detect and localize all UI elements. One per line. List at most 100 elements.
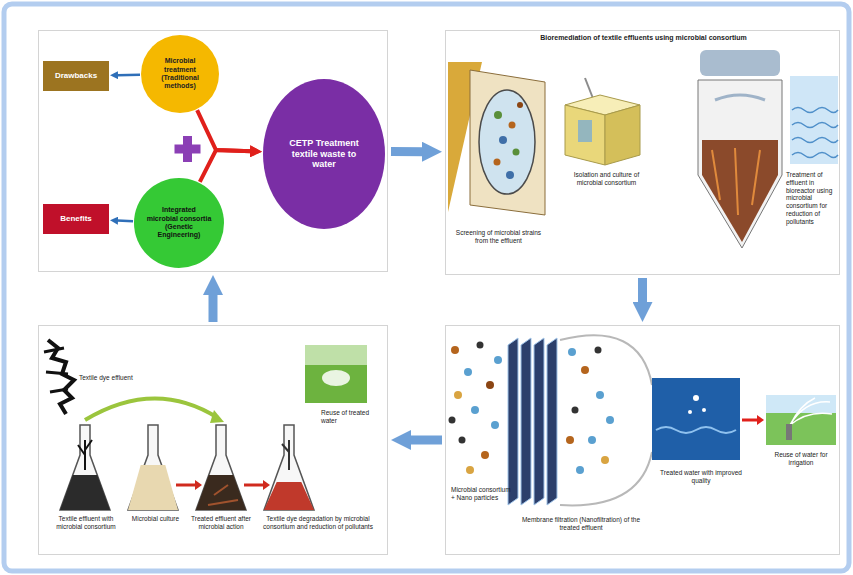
caption: Treatment of effluent in bioreactor usin… [786, 171, 838, 226]
culture-box [578, 120, 592, 142]
bioreactor [712, 148, 760, 215]
caption: Textile effluent with microbial consorti… [55, 515, 117, 531]
irrigation-photo [766, 395, 836, 445]
caption: Textile dye degradation by microbial con… [255, 515, 381, 531]
grass-photo [305, 345, 367, 403]
stage-arrow [391, 147, 424, 156]
plus-sign [175, 145, 201, 154]
caption: Treated water with improved quality [651, 469, 751, 485]
treated-water-photo [702, 408, 706, 412]
text-slot: Textile effluent with microbial consorti… [55, 515, 117, 531]
flask [264, 425, 314, 510]
dye-sample [44, 348, 68, 392]
particle-cloud [596, 391, 604, 399]
text-slot: Treatment of effluent in bioreactor usin… [786, 171, 838, 226]
grass-photo [322, 370, 350, 386]
flask [128, 425, 178, 510]
culture-box [605, 105, 640, 165]
irrigation-photo [766, 395, 836, 445]
particle-cloud [491, 421, 499, 429]
flask [264, 482, 314, 510]
result-arrow [117, 74, 140, 77]
text-slot: Screening of microbial strains from the … [451, 229, 546, 245]
flask [208, 485, 238, 505]
flask [196, 425, 246, 510]
method-circle: Microbial treatment (Traditional methods… [141, 35, 219, 113]
text-slot: Bioremediation of textile effluents usin… [451, 34, 836, 42]
stage-panel: Microbial consortium + Nano particlesMem… [445, 325, 840, 555]
caption: Microbial culture [128, 515, 183, 523]
particle-cloud [572, 407, 579, 414]
treated-water-photo [652, 378, 740, 460]
caption: Membrane filtration (Nanofiltration) of … [511, 516, 651, 532]
particle-cloud [486, 381, 494, 389]
circle-fill [263, 79, 385, 229]
bioreactor [702, 140, 778, 242]
flask [60, 425, 110, 510]
flask [196, 425, 246, 510]
text-slot: Microbial consortium + Nano particles [451, 486, 513, 502]
particle-cloud [464, 368, 472, 376]
grass-photo [305, 345, 367, 403]
caption: Treated effluent after microbial action [190, 515, 252, 531]
particle-cloud [581, 366, 589, 374]
membrane-plates [534, 338, 544, 505]
outer-frame [4, 4, 849, 571]
particle-cloud [466, 466, 474, 474]
caption: Isolation and culture of microbial conso… [564, 171, 649, 187]
particle-cloud [568, 348, 576, 356]
particle-cloud [449, 417, 456, 424]
flow-arrow [742, 415, 764, 425]
particle-cloud [566, 436, 574, 444]
result-arrow [117, 219, 133, 222]
irrigation-photo [790, 398, 832, 425]
node-label: CETP Treatment textile waste to water [280, 138, 368, 170]
water-photo [790, 76, 838, 164]
water-photo [790, 76, 838, 164]
circle-fill [134, 178, 224, 268]
node-label: Benefits [60, 214, 92, 224]
irrigation-photo [786, 424, 792, 440]
caption: Microbial consortium + Nano particles [451, 486, 513, 502]
particle-cloud [494, 356, 502, 364]
node-label: Drawbacks [55, 71, 97, 81]
text-slot: Textile dye effluent [79, 374, 134, 382]
flask [60, 425, 110, 510]
caption: Reuse of treated water [321, 409, 383, 425]
text-slot: Treated effluent after microbial action [190, 515, 252, 531]
screening-illustration [509, 122, 516, 129]
flask [264, 425, 314, 510]
text-slot: Membrane filtration (Nanofiltration) of … [511, 516, 651, 532]
screening-illustration [470, 70, 545, 215]
merge-arrow [200, 150, 251, 182]
treated-water-photo [688, 410, 692, 414]
particle-cloud [451, 346, 459, 354]
membrane-plates [508, 338, 518, 505]
flask [282, 440, 289, 470]
text-slot: Reuse of treated water [321, 409, 383, 425]
stage-arrow [638, 278, 647, 304]
caption: Textile dye effluent [79, 374, 134, 382]
stage-panel: Bioremediation of textile effluents usin… [445, 30, 840, 275]
transfer-arrow [210, 410, 224, 423]
screening-illustration [479, 90, 535, 194]
flow-arrow [742, 419, 758, 422]
stage-panel: Textile dye effluentReuse of treated wat… [38, 325, 388, 555]
screening-illustration [499, 136, 507, 144]
text-slot: Reuse of water for irrigation [765, 451, 837, 467]
screening-illustration [506, 171, 514, 179]
process-ellipse: CETP Treatment textile waste to water [263, 79, 385, 229]
bioreactor [698, 80, 782, 248]
bioreactor [700, 50, 780, 76]
circle-fill [141, 35, 219, 113]
text-slot: Microbial culture [128, 515, 183, 523]
particle-cloud [601, 456, 609, 464]
flask [60, 475, 110, 510]
node-label: Microbial treatment (Traditional methods… [152, 57, 208, 91]
culture-box [565, 78, 640, 165]
particle-cloud [576, 466, 584, 474]
bioreactor [715, 95, 765, 100]
caption: Reuse of water for irrigation [765, 451, 837, 467]
irrigation-photo [766, 395, 836, 413]
